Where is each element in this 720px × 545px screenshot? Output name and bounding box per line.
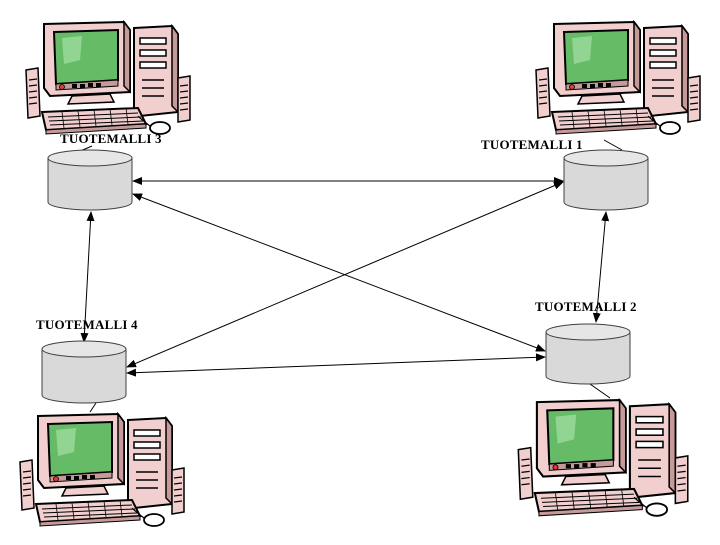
leader-line bbox=[603, 139, 623, 151]
leader-line bbox=[89, 402, 97, 413]
node-label-tuotemalli-3: TUOTEMALLI 3 bbox=[60, 131, 162, 146]
desktop-computer-icon bbox=[19, 413, 185, 527]
desktop-computer-icon bbox=[535, 21, 701, 135]
edge-node4-node2 bbox=[126, 353, 546, 377]
database-cylinder-icon bbox=[47, 149, 133, 211]
node-label-tuotemalli-2: TUOTEMALLI 2 bbox=[535, 299, 637, 314]
edge-node3-node4 bbox=[80, 211, 95, 343]
leader-line bbox=[589, 383, 611, 399]
desktop-computer-icon bbox=[25, 21, 191, 135]
node-label-tuotemalli-1: TUOTEMALLI 1 bbox=[481, 137, 583, 152]
edge-node1-node2 bbox=[592, 211, 610, 323]
database-cylinder-icon bbox=[545, 323, 631, 385]
databases-layer bbox=[41, 149, 649, 404]
computers-layer bbox=[19, 21, 701, 527]
database-cylinder-icon bbox=[563, 149, 649, 211]
edge-node4-node1 bbox=[126, 181, 564, 368]
desktop-computer-icon bbox=[517, 399, 689, 517]
node-label-tuotemalli-4: TUOTEMALLI 4 bbox=[36, 317, 138, 332]
edge-node3-node2 bbox=[132, 193, 546, 352]
connections-layer bbox=[77, 139, 623, 413]
database-cylinder-icon bbox=[41, 340, 127, 404]
